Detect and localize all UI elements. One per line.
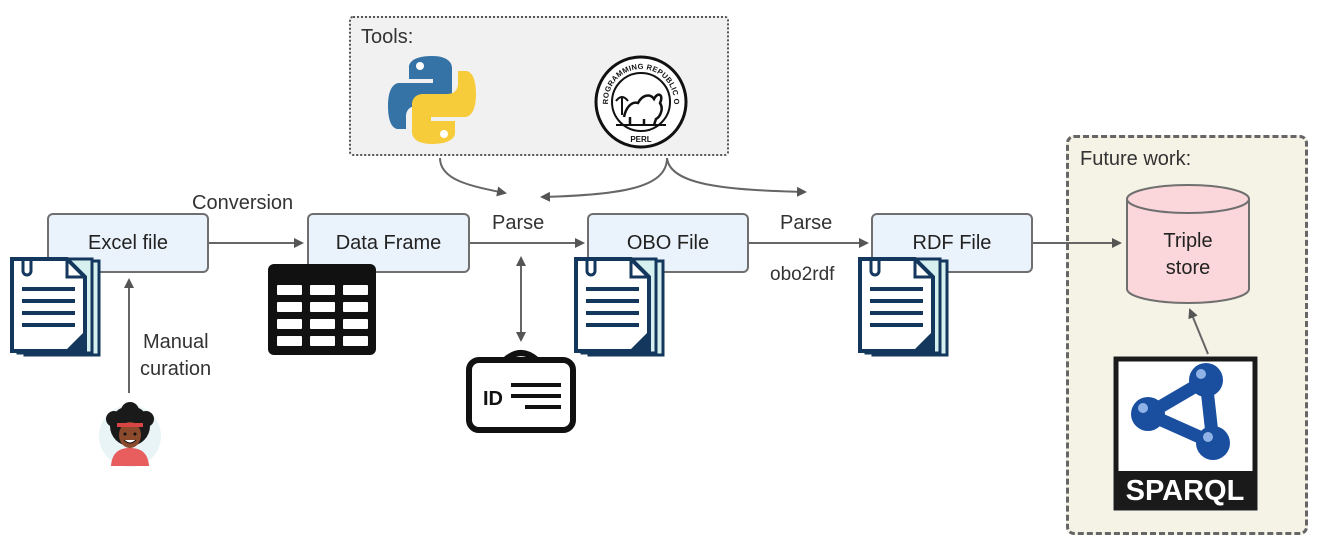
table-icon (268, 264, 376, 355)
document-icon-excel (10, 257, 101, 357)
edge-label-parse-1: Parse (492, 212, 545, 234)
edge-label-parse-2: Parse (780, 212, 833, 234)
future-work-title: Future work: (1080, 148, 1192, 170)
node-obo-file-label: OBO File (626, 231, 710, 254)
document-icon-rdf (858, 257, 949, 357)
arrow-perl-to-parse (540, 157, 668, 202)
triple-store-label-line2: store (1166, 257, 1210, 279)
edge-label-conversion: Conversion (192, 192, 294, 214)
sparql-logo-icon: SPARQL (1113, 356, 1258, 511)
document-icon-obo (574, 257, 665, 357)
node-excel-file-label: Excel file (87, 231, 169, 254)
arrow-perl-to-obo2rdf (666, 157, 807, 197)
arrow-python-to-parse (439, 157, 507, 197)
perl-bottom-text: PERL (630, 135, 651, 144)
curator-avatar (99, 402, 161, 467)
triple-store-label-line1: Triple (1163, 230, 1212, 252)
python-logo-icon (388, 56, 476, 144)
id-card-text: ID (483, 388, 503, 410)
node-rdf-file-label: RDF File (912, 231, 992, 254)
edge-label-curation: curation (140, 358, 212, 380)
node-data-frame-label: Data Frame (335, 231, 442, 254)
id-card-icon: ID (466, 350, 576, 433)
edge-label-obo2rdf: obo2rdf (770, 264, 835, 285)
node-triple-store[interactable]: Triple store (1125, 183, 1251, 307)
edge-label-manual: Manual (143, 331, 209, 353)
arrow-sparql-to-triplestore (1188, 308, 1209, 355)
node-data-frame[interactable]: Data Frame (307, 213, 470, 273)
tools-title: Tools: (361, 26, 414, 48)
sparql-logo-text: SPARQL (1126, 475, 1245, 507)
perl-logo-icon: PROGRAMMING REPUBLIC OF PERL (594, 55, 688, 149)
